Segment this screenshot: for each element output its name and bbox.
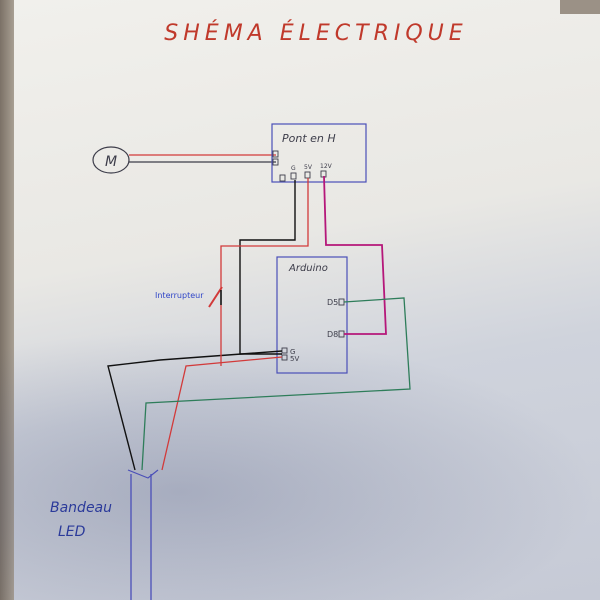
arduino-pin-d5-label: D5: [327, 298, 338, 307]
photo-shadow: [0, 330, 600, 600]
wire-5v-red: [220, 178, 309, 290]
arduino-pin-5v: [281, 354, 288, 361]
h-bridge-motor-terminal-1: [272, 150, 279, 158]
diagram-title: SHÉMA ÉLECTRIQUE: [164, 20, 467, 46]
led-strip-label-line1: Bandeau: [50, 500, 112, 516]
switch-label: Interrupteur: [155, 291, 204, 300]
motor-label: M: [105, 154, 117, 170]
h-bridge-box: [271, 123, 367, 183]
h-bridge-pin-12v-label: 12V: [320, 163, 333, 170]
wire-ground-to-led: [107, 350, 283, 471]
wire-5v-to-led: [161, 356, 283, 471]
wire-12v-magenta: [323, 175, 387, 335]
table-corner: [560, 0, 600, 14]
arduino: Arduino D5 D8 G 5V: [276, 256, 348, 374]
h-bridge-label: Pont en H: [282, 132, 336, 145]
h-bridge-pin-5v: [304, 171, 311, 179]
arduino-pin-d5: [338, 298, 345, 306]
h-bridge-pin-ground-label: G: [291, 165, 296, 172]
table-edge: [0, 0, 14, 600]
arduino-pin-5v-label: 5V: [290, 355, 299, 363]
arduino-box: [276, 256, 348, 374]
h-bridge-pin-5v-label: 5V: [304, 164, 313, 171]
h-bridge: Pont en H G 5V 12V: [271, 123, 367, 183]
wire-ground-black: [239, 180, 296, 355]
arduino-label: Arduino: [288, 263, 328, 274]
h-bridge-pin-ground-b: [290, 172, 297, 180]
motor-circle: [92, 146, 130, 174]
arduino-pin-d8: [338, 330, 345, 338]
arduino-pin-ground: [281, 347, 288, 354]
arduino-pin-d8-label: D8: [327, 330, 338, 339]
led-strip-connector: [127, 469, 159, 479]
wire-data-green: [141, 297, 411, 471]
led-strip-label-line2: LED: [58, 524, 86, 540]
h-bridge-pin-ground: [279, 174, 286, 182]
h-bridge-motor-terminal-2: [272, 158, 279, 166]
switch: Interrupteur: [155, 286, 223, 308]
motor: M: [92, 146, 130, 174]
arduino-pin-ground-label: G: [290, 348, 295, 356]
led-strip: Bandeau LED: [50, 469, 159, 600]
switch-lever: [208, 286, 223, 308]
